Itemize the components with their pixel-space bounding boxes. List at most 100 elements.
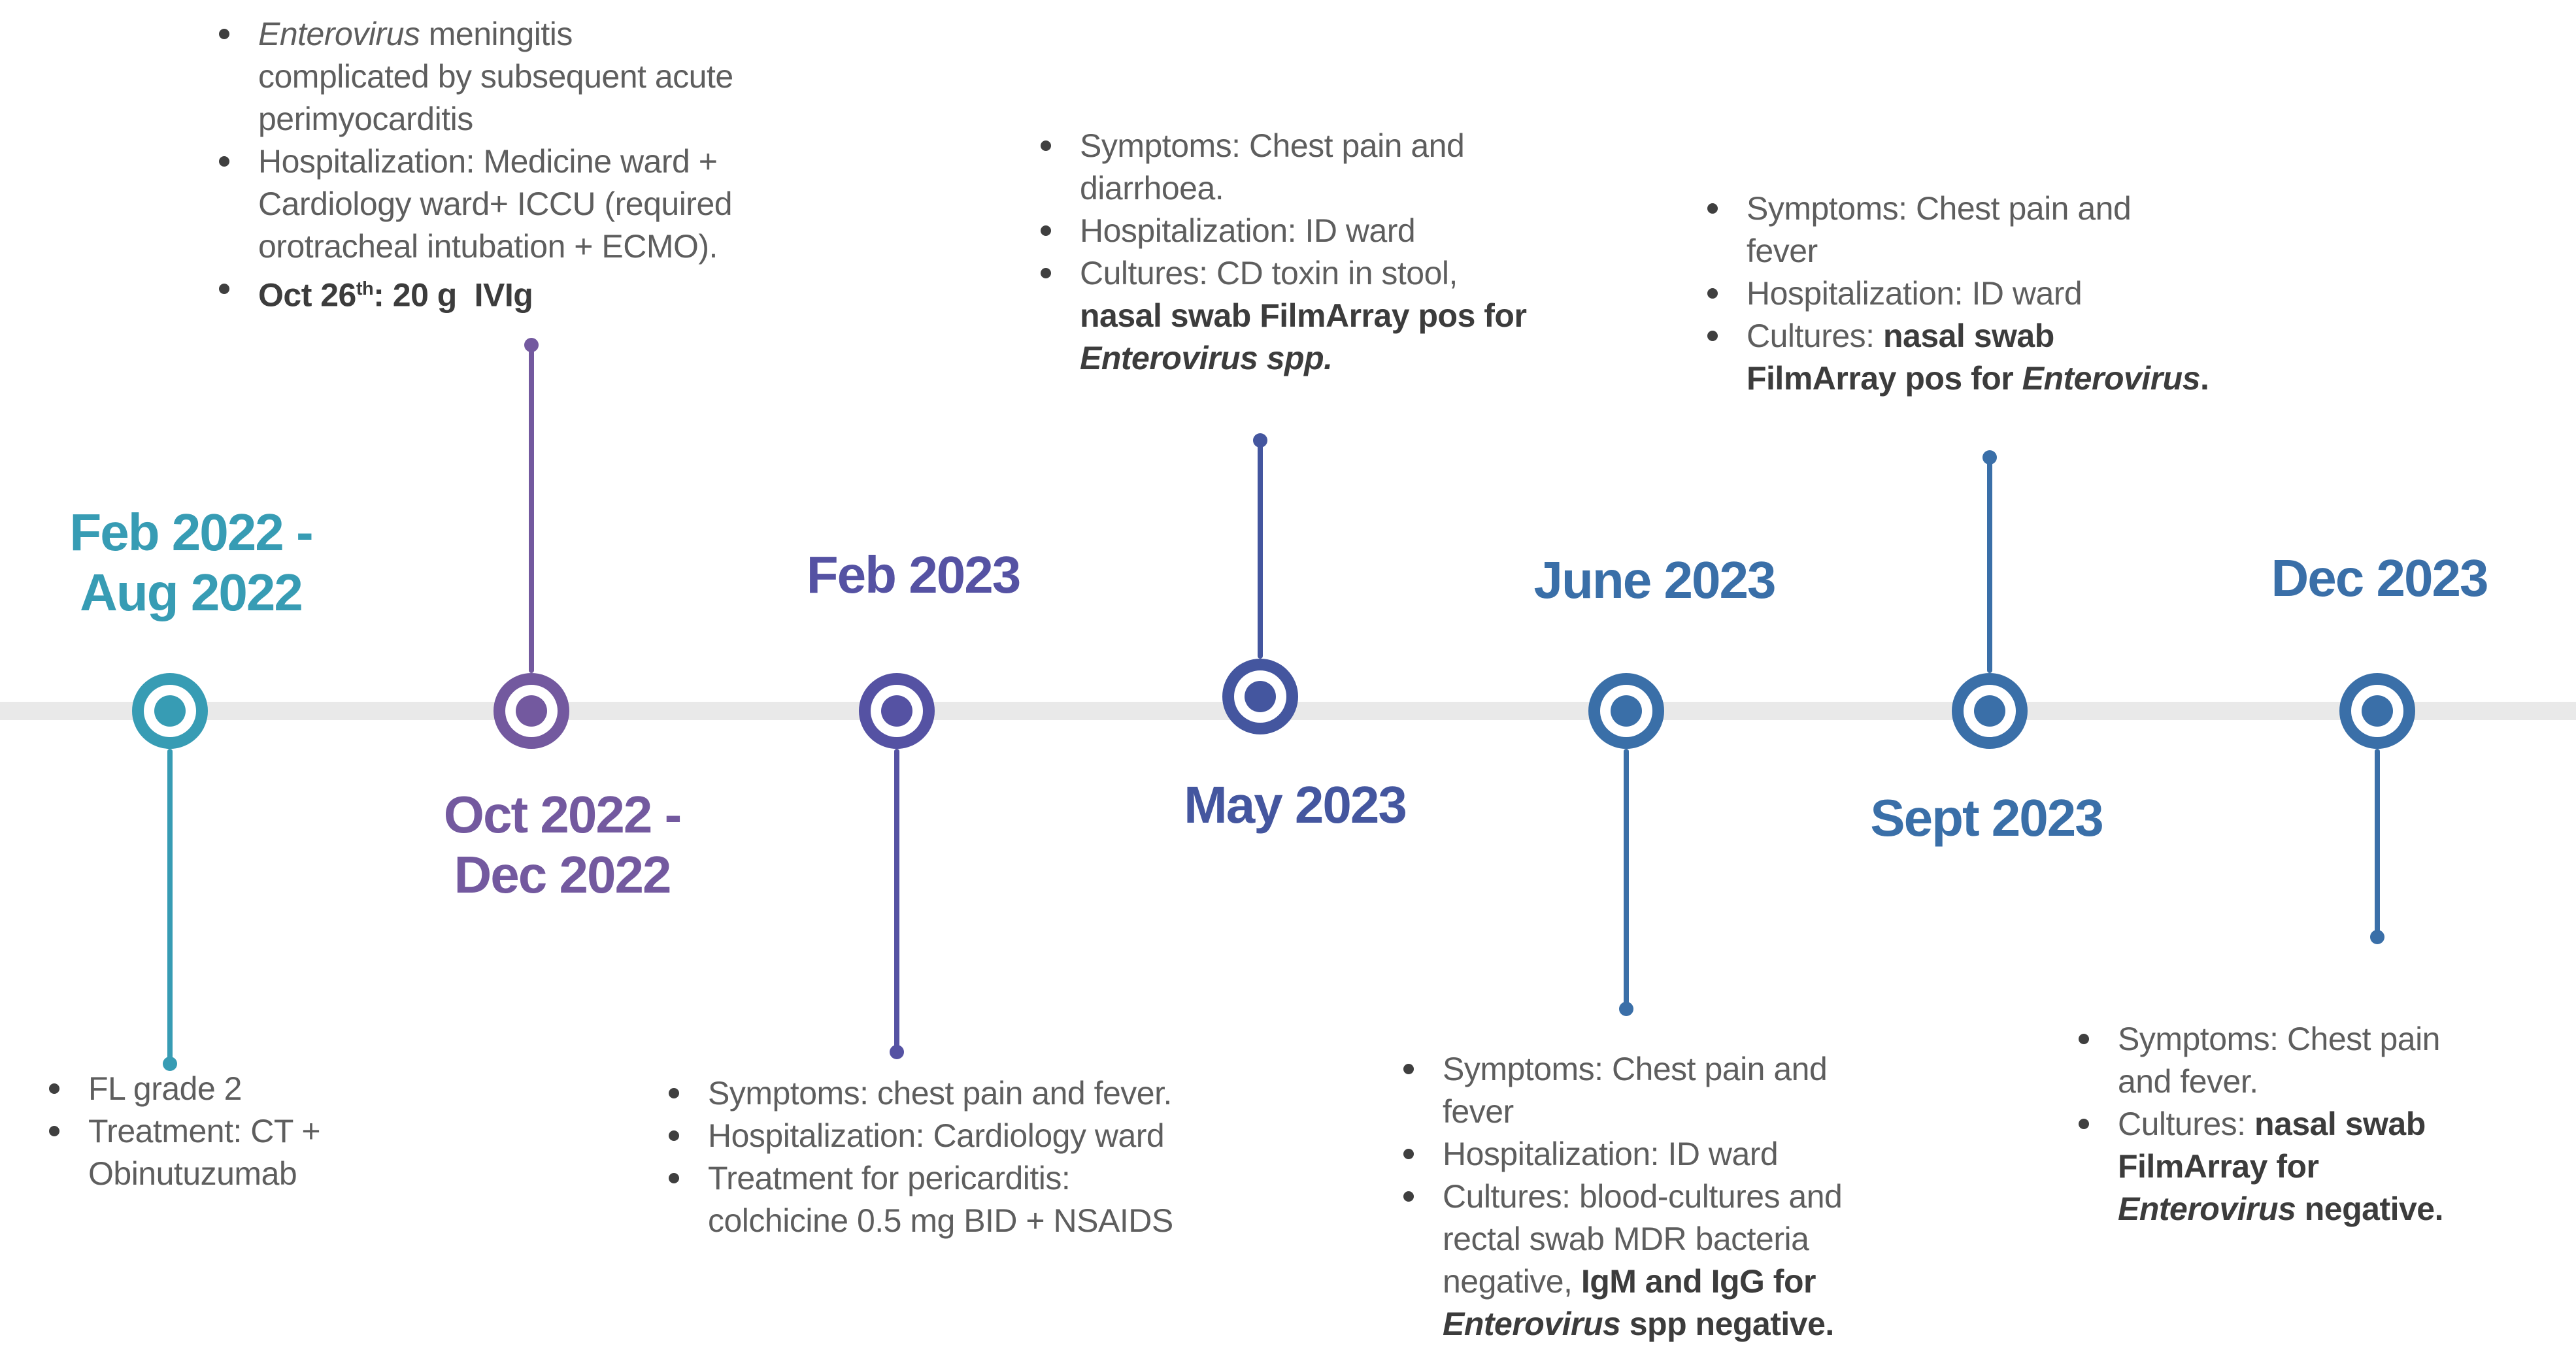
note-text-segment: spp negative.	[1620, 1306, 1835, 1342]
note-text: Symptoms: Chest pain and fever	[1443, 1048, 1828, 1133]
note-text-segment: Symptoms: Chest pain and diarrhoea.	[1080, 127, 1465, 206]
note-text: Cultures: nasal swab FilmArray pos for E…	[1747, 315, 2209, 400]
note-text-segment: IgM and IgG for	[1581, 1263, 1816, 1300]
event-stem-line	[894, 749, 899, 1052]
bullet-icon	[1041, 140, 1051, 151]
note-text-segment: Enterovirus	[258, 16, 420, 52]
note-item: Treatment: CT + Obinutuzumab	[49, 1110, 321, 1195]
node-core-dot	[2362, 695, 2393, 727]
note-text-segment: Hospitalization: Medicine ward + Cardiol…	[258, 143, 733, 265]
note-item: Hospitalization: Cardiology ward	[669, 1115, 1173, 1157]
stem-endpoint-dot	[163, 1057, 177, 1071]
note-text-segment: Symptoms: Chest pain and fever	[1747, 190, 2132, 269]
bullet-icon	[219, 284, 229, 294]
bullet-icon	[1403, 1149, 1414, 1159]
note-text-segment: Cultures:	[2118, 1106, 2254, 1142]
event-stem-line	[1258, 440, 1263, 659]
bullet-icon	[49, 1083, 59, 1094]
note-text-segment: nasal swab FilmArray for	[2118, 1106, 2426, 1185]
note-text-segment: Hospitalization: ID ward	[1443, 1136, 1779, 1172]
timeline-node-marker	[1588, 673, 1664, 749]
note-text-segment: Enterovirus spp.	[1080, 340, 1333, 376]
note-text: Enterovirus meningitis complicated by su…	[258, 13, 733, 140]
note-item: Symptoms: Chest pain and diarrhoea.	[1041, 125, 1526, 210]
stem-endpoint-dot	[1619, 1002, 1633, 1016]
node-core-dot	[1245, 681, 1276, 712]
bullet-icon	[669, 1173, 679, 1183]
note-text: Treatment for pericarditis: colchicine 0…	[708, 1157, 1173, 1242]
note-text-segment: FL grade 2	[88, 1070, 242, 1107]
event-stem-line	[167, 749, 173, 1064]
note-item: FL grade 2	[49, 1068, 320, 1110]
bullet-icon	[1707, 203, 1718, 214]
bullet-icon	[2079, 1034, 2089, 1044]
bullet-icon	[1403, 1064, 1414, 1074]
stem-endpoint-dot	[2370, 930, 2384, 944]
event-date-label: Dec 2023	[2271, 549, 2489, 607]
bullet-icon	[49, 1126, 59, 1136]
note-item: Cultures: CD toxin in stool, nasal swab …	[1041, 252, 1527, 380]
note-text: Hospitalization: ID ward	[1443, 1133, 1779, 1176]
note-item: Cultures: blood-cultures and rectal swab…	[1403, 1176, 1843, 1345]
note-text-segment: Cultures: CD toxin in stool,	[1080, 255, 1458, 291]
note-text: Symptoms: Chest pain and fever.	[2118, 1018, 2440, 1103]
event-stem-line	[529, 345, 534, 673]
note-item: Hospitalization: Medicine ward + Cardiol…	[219, 140, 733, 268]
note-text: Symptoms: chest pain and fever.	[708, 1072, 1172, 1115]
note-text-segment: Hospitalization: ID ward	[1080, 212, 1416, 249]
node-core-dot	[881, 695, 912, 727]
note-text-segment: Hospitalization: ID ward	[1747, 275, 2083, 312]
note-text-segment: Enterovirus	[2022, 360, 2201, 397]
note-text: Hospitalization: Cardiology ward	[708, 1115, 1165, 1157]
bullet-icon	[219, 29, 229, 39]
timeline-node-marker	[1952, 673, 2028, 749]
event-stem-line	[2375, 749, 2380, 937]
note-text: Symptoms: Chest pain and fever	[1747, 188, 2132, 272]
event-date-label: May 2023	[1184, 776, 1407, 834]
bullet-icon	[1041, 268, 1051, 278]
bullet-icon	[1403, 1191, 1414, 1202]
event-stem-line	[1624, 749, 1629, 1009]
note-text: Hospitalization: Medicine ward + Cardiol…	[258, 140, 733, 268]
bullet-icon	[669, 1088, 679, 1098]
event-notes: Symptoms: Chest pain and diarrhoea. Hospi…	[1041, 125, 1527, 380]
note-text-segment: th	[356, 278, 374, 299]
bullet-icon	[1707, 288, 1718, 299]
stem-endpoint-dot	[1982, 450, 1997, 465]
note-item: Treatment for pericarditis: colchicine 0…	[669, 1157, 1173, 1242]
note-item: Oct 26th: 20 g IVIg	[219, 268, 733, 317]
note-text-segment: Treatment: CT + Obinutuzumab	[88, 1113, 321, 1192]
node-core-dot	[1611, 695, 1642, 727]
event-notes: Symptoms: Chest pain and fever.Cultures:…	[2079, 1018, 2443, 1230]
event-notes: Enterovirus meningitis complicated by su…	[219, 13, 733, 317]
note-item: Hospitalization: ID ward	[1707, 272, 2209, 315]
event-notes: Symptoms: chest pain and fever.Hospitali…	[669, 1072, 1173, 1242]
note-text: Cultures: blood-cultures and rectal swab…	[1443, 1176, 1843, 1345]
note-item: Cultures: nasal swab FilmArray for Enter…	[2079, 1103, 2443, 1230]
note-item: Enterovirus meningitis complicated by su…	[219, 13, 733, 140]
note-item: Hospitalization: ID ward	[1041, 210, 1526, 252]
note-text-segment: Enterovirus	[2118, 1191, 2296, 1227]
note-text-segment: Cultures: blood-cultures and rectal swab…	[1443, 1178, 1843, 1300]
event-stem-line	[1987, 457, 1992, 673]
note-text-segment: Treatment for pericarditis: colchicine 0…	[708, 1160, 1173, 1239]
note-text-segment: nasal swab FilmArray pos for	[1747, 318, 2054, 397]
note-text-segment: Enterovirus	[1443, 1306, 1621, 1342]
event-date-label: June 2023	[1533, 551, 1777, 609]
bullet-icon	[219, 156, 229, 167]
bullet-icon	[2079, 1119, 2089, 1129]
note-text: Cultures: CD toxin in stool, nasal swab …	[1080, 252, 1527, 380]
note-text-segment: Cultures:	[1747, 318, 1883, 354]
note-item: Symptoms: Chest pain and fever	[1707, 188, 2209, 272]
bullet-icon	[1041, 225, 1051, 236]
timeline-node-marker	[493, 673, 569, 749]
note-text: Symptoms: Chest pain and diarrhoea.	[1080, 125, 1465, 210]
note-text-segment: Symptoms: chest pain and fever.	[708, 1075, 1172, 1112]
node-core-dot	[516, 695, 547, 727]
note-text-segment: negative.	[2296, 1191, 2444, 1227]
note-text: Oct 26th: 20 g IVIg	[258, 268, 533, 317]
note-text: Hospitalization: ID ward	[1747, 272, 2083, 315]
timeline-node-marker	[2339, 673, 2415, 749]
node-core-dot	[154, 695, 186, 727]
